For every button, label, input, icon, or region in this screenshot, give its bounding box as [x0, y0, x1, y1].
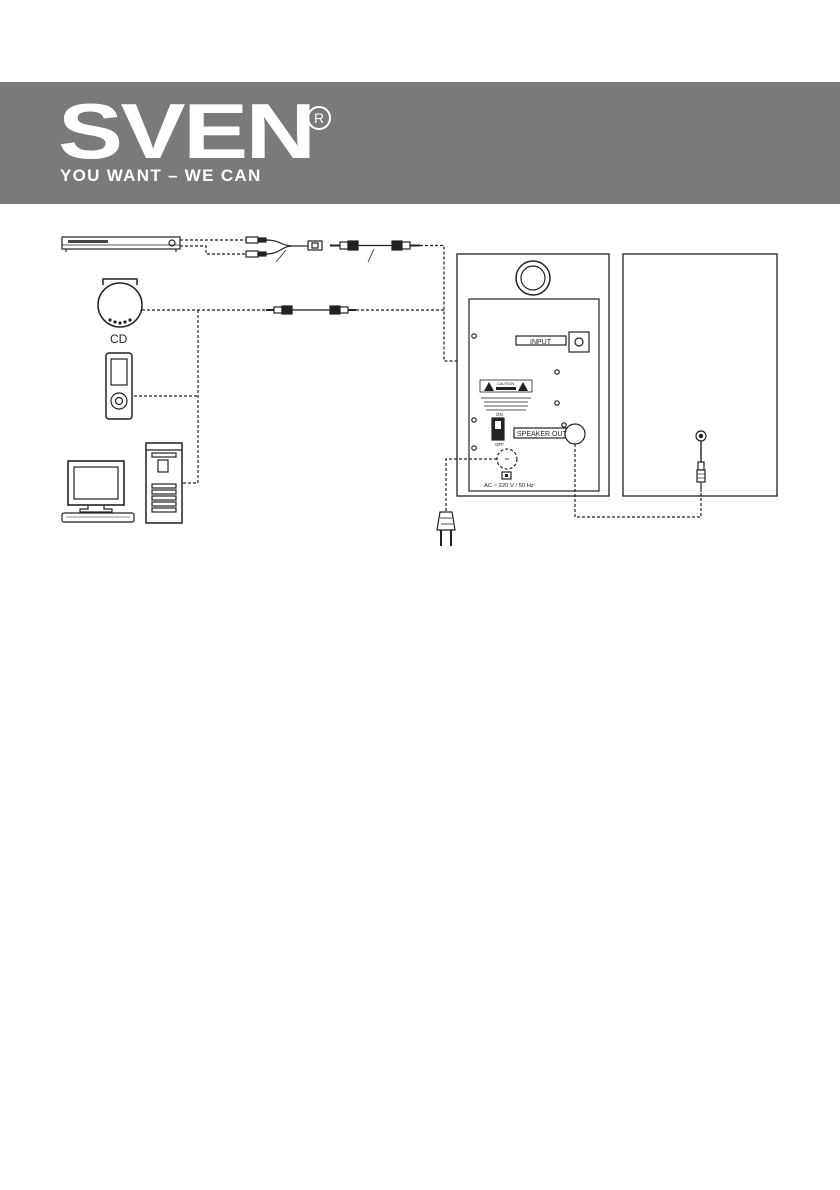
caution-label: CAUTION: [497, 382, 514, 386]
switch-on-label: ON: [496, 412, 503, 417]
active-speaker-rear: [456, 253, 610, 497]
input-label: INPUT: [530, 339, 552, 346]
cd-label: CD: [110, 332, 128, 346]
cd-player: [97, 278, 143, 328]
dvd-player: [61, 236, 181, 252]
mp3-player: [105, 352, 133, 420]
brand-logo: SVEN: [58, 87, 316, 175]
brand-slogan: YOU WANT – WE CAN: [60, 166, 262, 185]
speaker-out-label: SPEAKER OUT: [517, 431, 568, 438]
registered-mark: R: [307, 106, 331, 130]
switch-off-label: OFF: [495, 442, 504, 447]
header-banner: [0, 82, 840, 204]
source-wiring: [134, 305, 444, 484]
speaker-cable: [574, 444, 702, 518]
power-plug: [436, 458, 497, 546]
rca-cable: [180, 236, 323, 263]
computer: [61, 442, 183, 524]
passive-speaker-rear: [622, 253, 778, 497]
power-rating-label: AC ~ 220 V / 50 Hz: [484, 483, 534, 489]
